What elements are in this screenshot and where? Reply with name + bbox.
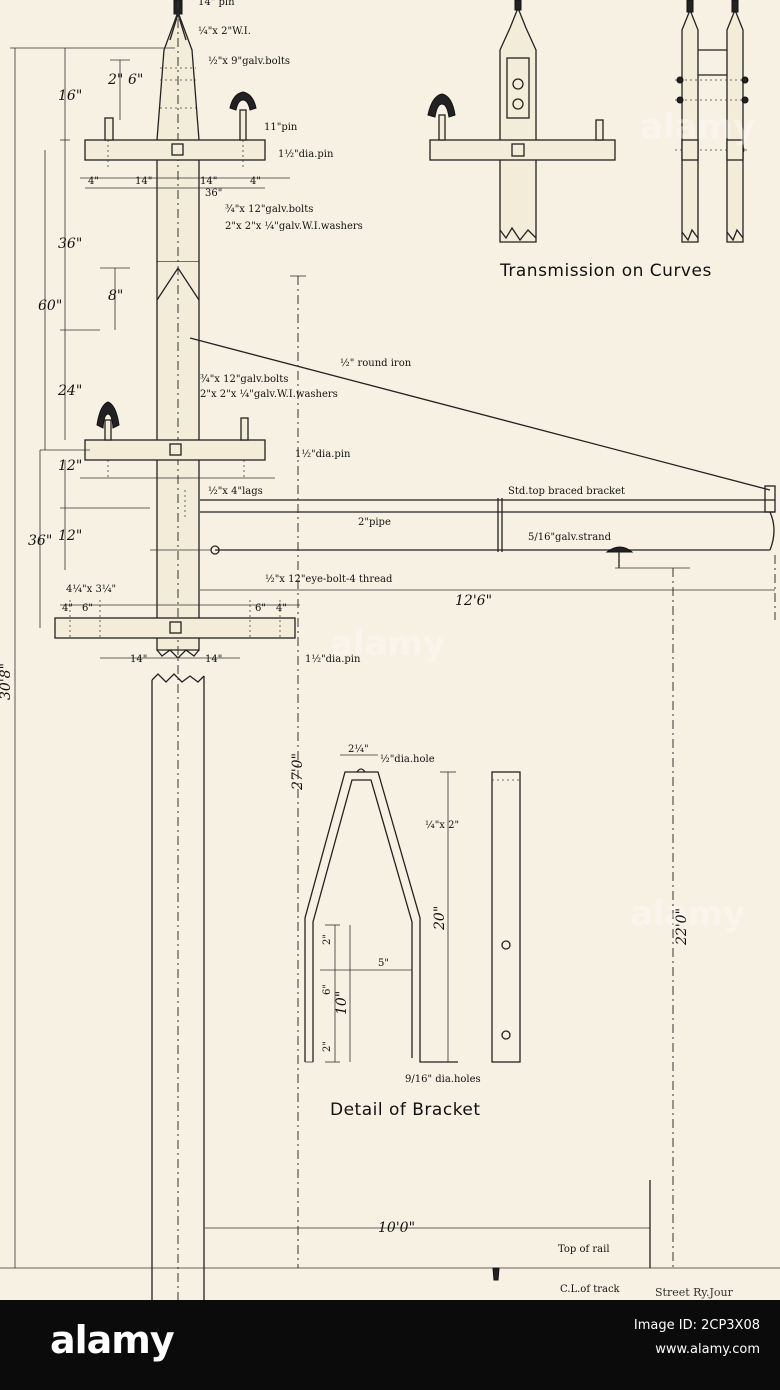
dim-8: 8" xyxy=(108,288,123,304)
curves-side-view xyxy=(675,0,750,243)
dim-16: 16" xyxy=(58,88,82,104)
dim-4-c: 4" xyxy=(62,603,73,614)
dim-14-c: 14" xyxy=(130,654,147,665)
dim-12-b: 12" xyxy=(58,528,82,544)
label-dia-pin-mid: 1½"dia.pin xyxy=(295,449,351,460)
site-url[interactable]: www.alamy.com xyxy=(655,1342,760,1357)
dim-12-a: 12" xyxy=(58,458,82,474)
label-top-of-rail: Top of rail xyxy=(558,1244,610,1255)
dim-14-d: 14" xyxy=(205,654,222,665)
label-galv-9: ½"x 9"galv.bolts xyxy=(208,56,290,67)
dim-14-b: 14" xyxy=(200,176,217,187)
dim-24: 24" xyxy=(57,383,82,399)
dim-6: 6" xyxy=(128,72,143,88)
vertical-dimensions xyxy=(200,275,776,1281)
dim-36-width: 36" xyxy=(205,188,222,199)
dim-10-0: 10'0" xyxy=(378,1220,415,1236)
left-dimensions xyxy=(0,47,780,1269)
dim-22-0: 22'0" xyxy=(674,908,690,946)
stock-footer: alamy Image ID: 2CP3X08 www.alamy.com xyxy=(0,1300,780,1390)
drawing-sheet: alamy alamy alamy 14" pin ¼"x 2"W.I. ½"x… xyxy=(0,0,780,1300)
dim-6-b: 6" xyxy=(82,603,93,614)
dim-6-r: 6" xyxy=(322,984,333,995)
dim-6-c: 6" xyxy=(255,603,266,614)
lower-crossarm xyxy=(54,600,296,640)
curves-front-view xyxy=(427,0,616,243)
dim-27-0: 27'0" xyxy=(290,753,306,791)
dim-2: 2" xyxy=(107,72,123,88)
label-11-pin: 11"pin xyxy=(264,122,298,133)
dim-10: 10" xyxy=(334,991,350,1015)
watermark: alamy xyxy=(630,894,745,934)
bracket-detail xyxy=(304,754,521,1063)
label-round-iron: ½" round iron xyxy=(340,358,412,369)
pole-line-drawing: alamy alamy alamy 14" pin ¼"x 2"W.I. ½"x… xyxy=(0,0,780,1300)
dim-5: 5" xyxy=(378,958,389,969)
dim-4-b: 4" xyxy=(250,176,261,187)
label-dia-hole: ½"dia.hole xyxy=(380,754,435,765)
label-washers-top: 2"x 2"x ¼"galv.W.I.washers xyxy=(225,221,363,232)
label-block: 4¼"x 3¼" xyxy=(66,584,116,595)
label-14-pin: 14" pin xyxy=(198,0,235,8)
dim-30-8: 30'8" xyxy=(0,663,14,700)
dim-60: 60" xyxy=(38,298,62,314)
label-galv-12-top: ¾"x 12"galv.bolts xyxy=(225,204,313,215)
label-galv-12-mid: ¾"x 12"galv.bolts xyxy=(200,374,288,385)
label-pipe: 2"pipe xyxy=(358,517,391,528)
label-std-bracket: Std.top braced bracket xyxy=(508,486,625,497)
label-dia-pin-low: 1½"dia.pin xyxy=(305,654,361,665)
alamy-logo[interactable]: alamy xyxy=(50,1318,175,1362)
dim-20: 20" xyxy=(432,906,448,931)
watermark: alamy xyxy=(330,624,445,664)
title-detail-of-bracket: Detail of Bracket xyxy=(330,1100,481,1120)
dim-2-r: 2" xyxy=(322,934,333,945)
dim-4-d: 4" xyxy=(276,603,287,614)
main-pole xyxy=(151,0,205,1300)
label-eye-bolt: ½"x 12"eye-bolt-4 thread xyxy=(265,574,393,585)
label-washers-mid: 2"x 2"x ¼"galv.W.I.washers xyxy=(200,389,338,400)
label-cl-track: C.L.of track xyxy=(560,1284,621,1295)
dim-4-a: 4" xyxy=(88,176,99,187)
title-transmission-on-curves: Transmission on Curves xyxy=(499,261,712,281)
image-id: Image ID: 2CP3X08 xyxy=(633,1318,760,1333)
source-credit: Street Ry.Jour xyxy=(655,1286,734,1299)
label-strand: 5/16"galv.strand xyxy=(528,532,612,543)
label-dia-pin-top: 1½"dia.pin xyxy=(278,149,334,160)
dim-14-a: 14" xyxy=(135,176,152,187)
dim-2-quarter: 2¼" xyxy=(348,744,369,755)
label-bar: ¼"x 2" xyxy=(425,820,459,831)
label-wi: ¼"x 2"W.I. xyxy=(198,26,251,37)
dim-2-s: 2" xyxy=(322,1041,333,1052)
bracket-arm xyxy=(150,337,776,568)
top-crossarm xyxy=(84,91,266,170)
dim-12-6: 12'6" xyxy=(455,593,492,609)
dim-36-lower: 36" xyxy=(28,533,52,549)
label-dia-holes: 9/16" dia.holes xyxy=(405,1074,481,1085)
watermark: alamy xyxy=(640,107,755,147)
label-lags: ½"x 4"lags xyxy=(208,486,263,497)
dim-36-upper: 36" xyxy=(58,236,82,252)
